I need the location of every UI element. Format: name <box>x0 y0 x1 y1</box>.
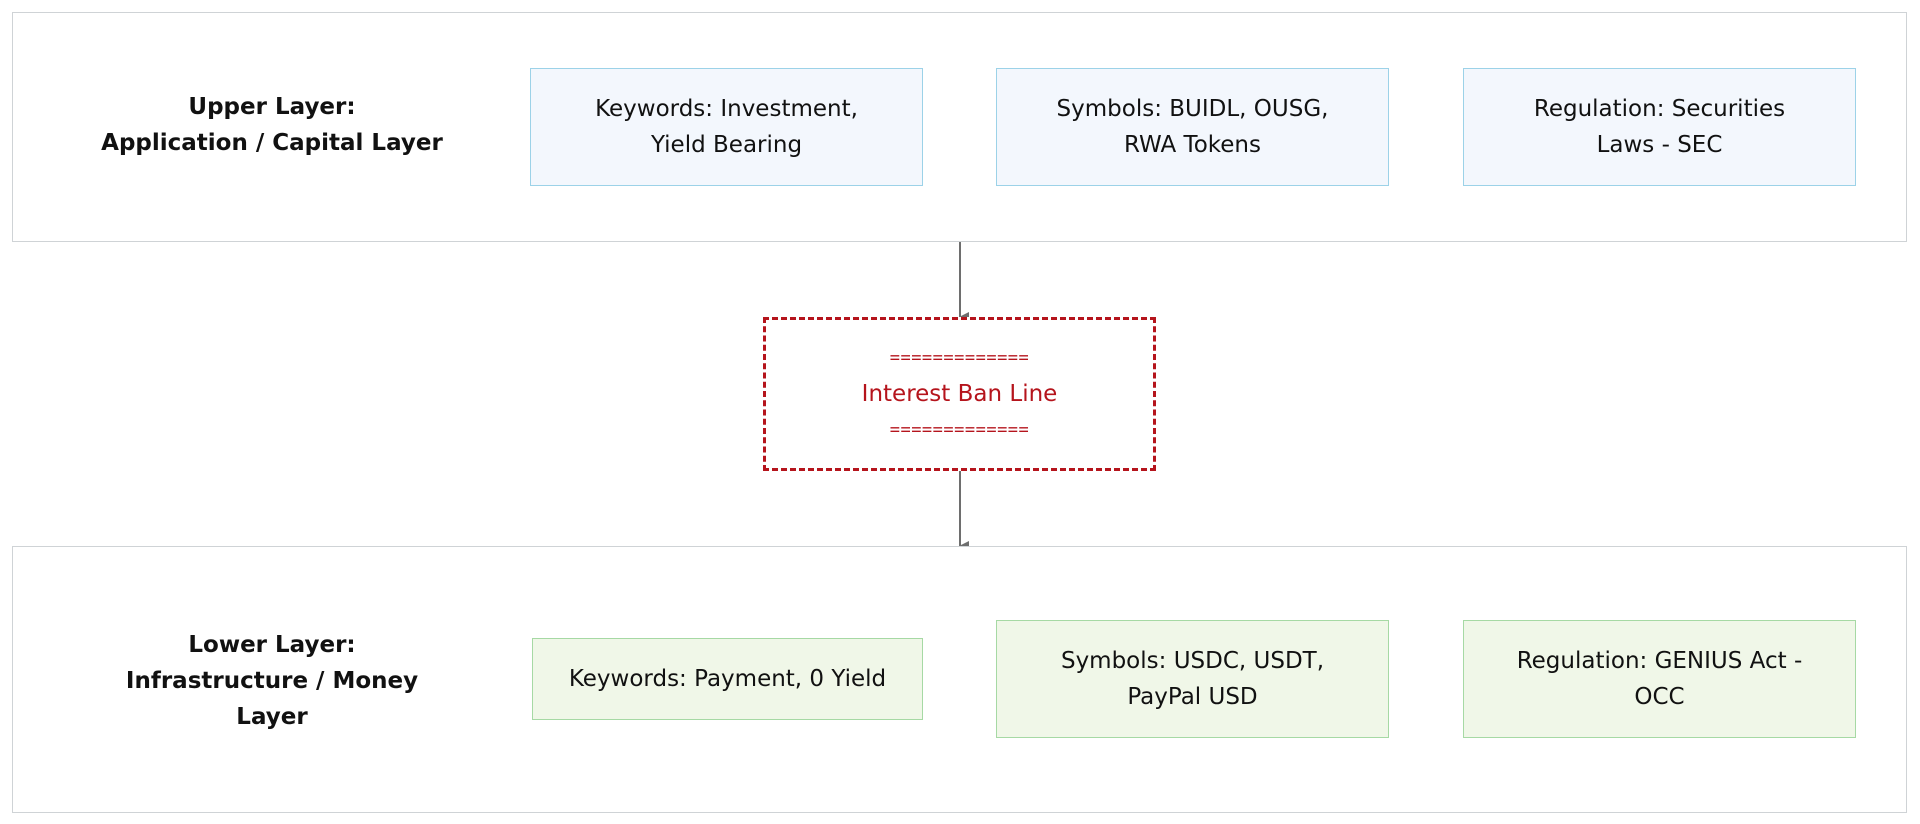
interest-ban-line-box: ============= Interest Ban Line ========… <box>763 317 1156 471</box>
lower-symbols-text: Symbols: USDC, USDT, PayPal USD <box>1060 648 1325 710</box>
lower-layer-title: Lower Layer: Infrastructure / Money Laye… <box>125 632 419 730</box>
lower-symbols-box: Symbols: USDC, USDT, PayPal USD <box>996 620 1389 738</box>
ban-rule-bottom: ============= <box>889 420 1030 440</box>
upper-layer-title: Upper Layer: Application / Capital Layer <box>101 94 443 156</box>
ban-rule-top: ============= <box>889 348 1030 368</box>
upper-keywords-text: Keywords: Investment, Yield Bearing <box>595 96 858 158</box>
upper-symbols-text: Symbols: BUIDL, OUSG, RWA Tokens <box>1056 96 1329 158</box>
lower-regulation-text: Regulation: GENIUS Act - OCC <box>1516 648 1803 710</box>
upper-keywords-box: Keywords: Investment, Yield Bearing <box>530 68 923 186</box>
lower-keywords-text: Keywords: Payment, 0 Yield <box>568 666 887 692</box>
upper-layer-container: Upper Layer: Application / Capital Layer… <box>12 12 1907 242</box>
lower-regulation-box: Regulation: GENIUS Act - OCC <box>1463 620 1856 738</box>
upper-regulation-text: Regulation: Securities Laws - SEC <box>1533 96 1786 158</box>
lower-keywords-box: Keywords: Payment, 0 Yield <box>532 638 923 720</box>
lower-layer-container: Lower Layer: Infrastructure / Money Laye… <box>12 546 1907 813</box>
upper-symbols-box: Symbols: BUIDL, OUSG, RWA Tokens <box>996 68 1389 186</box>
upper-regulation-box: Regulation: Securities Laws - SEC <box>1463 68 1856 186</box>
ban-line-label: Interest Ban Line <box>861 381 1058 407</box>
